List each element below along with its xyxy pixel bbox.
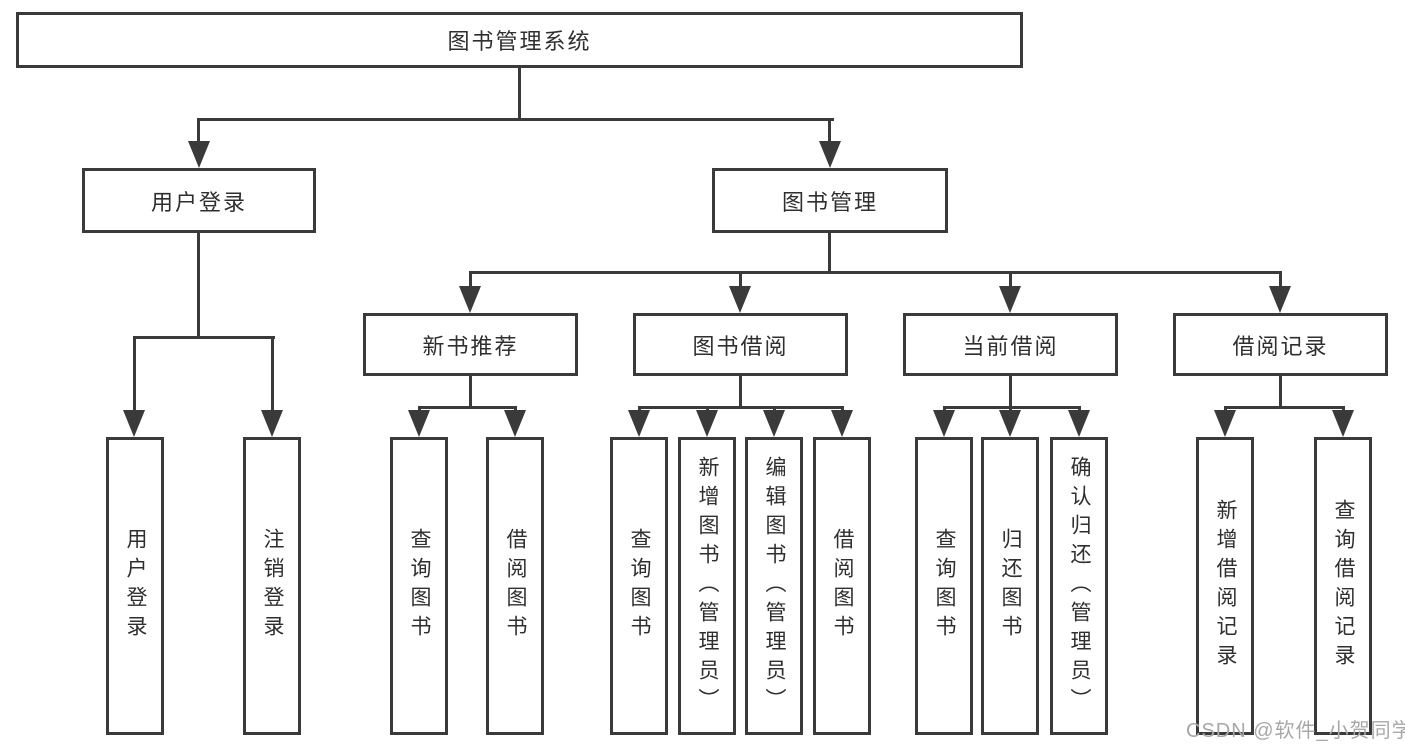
node-leaf-return-book: 归还图书: [981, 437, 1039, 735]
connector-user-login-stem: [197, 233, 200, 338]
connector-level2-split: [197, 118, 834, 121]
connector-leaf-drop: [271, 339, 274, 412]
connector-group-stem: [739, 376, 742, 408]
arrow-down: [819, 141, 841, 168]
arrow-down: [763, 410, 785, 437]
node-label: 图书管理系统: [447, 29, 592, 54]
connector-group-split: [418, 406, 517, 409]
node-leaf-borrow-book-recommend: 借阅图书: [486, 437, 544, 735]
node-book-management: 图书管理: [712, 168, 948, 233]
connector-group-split: [638, 406, 844, 409]
csdn-watermark: CSDN @软件_小贺同学: [1186, 720, 1405, 742]
node-label: 新增图书（管理员）: [696, 455, 719, 717]
node-label: 查询图书: [933, 528, 956, 644]
arrow-down: [1068, 410, 1090, 437]
connector-level3-drop: [469, 274, 472, 288]
node-leaf-query-book-current: 查询图书: [915, 437, 973, 735]
node-label: 查询图书: [628, 528, 651, 644]
arrow-down: [123, 410, 145, 437]
connector-user-login-drop: [197, 121, 200, 143]
node-leaf-add-book-admin: 新增图书（管理员）: [678, 437, 736, 735]
node-label: 图书借阅: [692, 333, 789, 359]
connector-leaf-drop: [133, 339, 136, 412]
arrow-down: [1214, 410, 1236, 437]
connector-user-login-split: [133, 336, 275, 339]
node-label: 注销登录: [261, 528, 284, 644]
node-new-book-recommend: 新书推荐: [363, 313, 578, 376]
connector-group-stem: [1009, 376, 1012, 408]
node-label: 图书管理: [781, 189, 878, 215]
node-leaf-add-borrow-record: 新增借阅记录: [1196, 437, 1254, 735]
connector-level3-drop: [1009, 274, 1012, 288]
connector-group-split: [1224, 406, 1345, 409]
arrow-down: [459, 286, 481, 313]
node-label: 当前借阅: [962, 333, 1059, 359]
node-leaf-confirm-return-admin: 确认归还（管理员）: [1050, 437, 1108, 735]
node-current-borrowing: 当前借阅: [903, 313, 1118, 376]
node-label: 借阅记录: [1232, 333, 1329, 359]
connector-book-mgmt-stem: [828, 233, 831, 273]
arrow-down: [999, 410, 1021, 437]
connector-level3-drop: [739, 274, 742, 288]
node-borrowing-records: 借阅记录: [1173, 313, 1388, 376]
node-book-borrowing: 图书借阅: [633, 313, 848, 376]
arrow-down: [729, 286, 751, 313]
node-leaf-borrow-book: 借阅图书: [813, 437, 871, 735]
node-label: 查询借阅记录: [1332, 499, 1355, 673]
arrow-down: [831, 410, 853, 437]
arrow-down: [261, 410, 283, 437]
node-label: 借阅图书: [831, 528, 854, 644]
node-leaf-user-login: 用户登录: [106, 437, 164, 735]
arrow-down: [933, 410, 955, 437]
node-leaf-logout: 注销登录: [243, 437, 301, 735]
connector-level3-split: [469, 271, 1282, 274]
arrow-down: [1332, 410, 1354, 437]
connector-level3-drop: [1279, 274, 1282, 288]
arrow-down: [999, 286, 1021, 313]
connector-group-stem: [469, 376, 472, 408]
node-label: 编辑图书（管理员）: [763, 455, 786, 717]
node-leaf-query-book-borrowing: 查询图书: [610, 437, 668, 735]
node-label: 新增借阅记录: [1214, 499, 1237, 673]
node-label: 用户登录: [124, 528, 147, 644]
node-leaf-query-book-recommend: 查询图书: [390, 437, 448, 735]
arrow-down: [628, 410, 650, 437]
connector-root-stem: [518, 66, 521, 118]
node-leaf-edit-book-admin: 编辑图书（管理员）: [745, 437, 803, 735]
node-label: 确认归还（管理员）: [1068, 455, 1091, 717]
arrow-down: [1269, 286, 1291, 313]
arrow-down: [696, 410, 718, 437]
node-leaf-query-borrow-record: 查询借阅记录: [1314, 437, 1372, 735]
node-label: 查询图书: [408, 528, 431, 644]
arrow-down: [408, 410, 430, 437]
node-label: 归还图书: [999, 528, 1022, 644]
node-label: 新书推荐: [422, 333, 519, 359]
node-label: 借阅图书: [504, 528, 527, 644]
node-library-management-system: 图书管理系统: [16, 12, 1023, 68]
connector-group-split: [943, 406, 1081, 409]
connector-group-stem: [1279, 376, 1282, 408]
node-user-login: 用户登录: [82, 168, 316, 233]
arrow-down: [188, 141, 210, 168]
node-label: 用户登录: [150, 189, 247, 215]
arrow-down: [504, 410, 526, 437]
connector-book-mgmt-drop: [828, 121, 831, 143]
